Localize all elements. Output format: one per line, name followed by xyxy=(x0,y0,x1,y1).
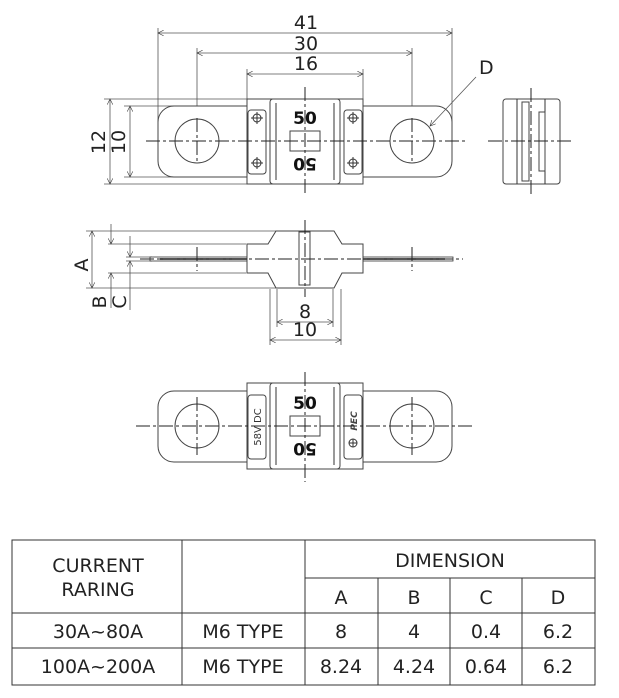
svg-text:PEC: PEC xyxy=(350,411,360,431)
header-dimension: DIMENSION xyxy=(395,550,505,572)
cell-rating: 30A~80A xyxy=(53,621,143,643)
cell-b: 4 xyxy=(408,621,420,643)
header-col-b: B xyxy=(407,587,420,609)
voltage-marking: 58V DC xyxy=(253,408,264,445)
hole-leader xyxy=(430,76,477,126)
cell-d: 6.2 xyxy=(543,656,573,678)
cell-d: 6.2 xyxy=(543,621,573,643)
table-row: 30A~80A M6 TYPE 8 4 0.4 6.2 xyxy=(53,621,573,643)
cell-c: 0.64 xyxy=(465,656,507,678)
dim-8-label: 8 xyxy=(299,301,311,323)
cell-a: 8 xyxy=(335,621,347,643)
cell-type: M6 TYPE xyxy=(202,621,283,643)
hole-diameter-label: D xyxy=(479,57,494,79)
top-view: 41 30 16 12 10 50 50 D xyxy=(88,12,494,195)
dim-30-label: 30 xyxy=(294,33,318,55)
dim-10-depth-label: 10 xyxy=(293,319,317,341)
end-view xyxy=(488,88,574,195)
header-current-rating-line1: CURRENT xyxy=(52,555,144,577)
cell-c: 0.4 xyxy=(471,621,501,643)
dim-b-label: B xyxy=(89,295,111,308)
side-view: A B C 8 10 xyxy=(71,220,463,345)
cell-type: M6 TYPE xyxy=(202,656,283,678)
cell-rating: 100A~200A xyxy=(41,656,155,678)
dim-41-label: 41 xyxy=(294,12,318,34)
cell-b: 4.24 xyxy=(393,656,435,678)
cell-a: 8.24 xyxy=(320,656,362,678)
dim-c-label: C xyxy=(109,295,131,308)
dim-12-label: 12 xyxy=(88,130,110,154)
header-col-d: D xyxy=(551,587,566,609)
dim-a-label: A xyxy=(71,259,93,272)
dim-10-label: 10 xyxy=(108,130,130,154)
header-col-c: C xyxy=(479,587,492,609)
header-current-rating-line2: RARING xyxy=(61,579,134,601)
dimension-table: CURRENT RARING DIMENSION A B C D 30A~80A… xyxy=(11,539,596,686)
dim-16-label: 16 xyxy=(294,53,318,75)
header-col-a: A xyxy=(335,587,348,609)
brand-logo: PEC xyxy=(348,411,360,448)
table-row: 100A~200A M6 TYPE 8.24 4.24 0.64 6.2 xyxy=(41,656,573,678)
bottom-view: 50 50 58V DC PEC xyxy=(136,372,475,482)
